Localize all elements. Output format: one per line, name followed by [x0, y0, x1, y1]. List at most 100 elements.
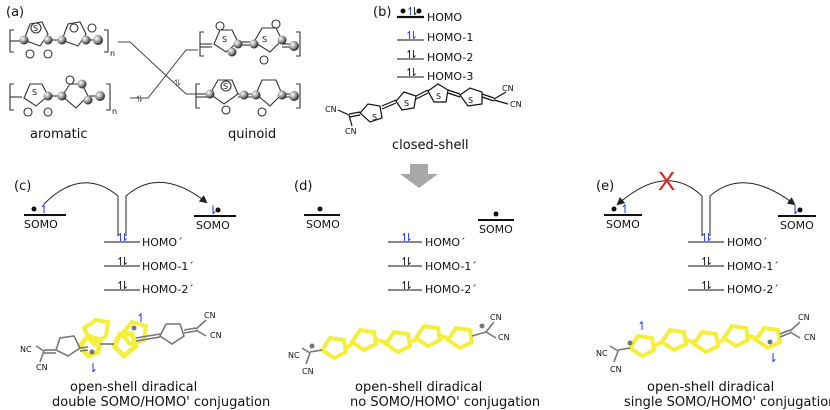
panel-c: (c) ↿ SOMO ⇂ SOMO ↿ ⇂ HOMO´ ↿ ⇂ HOMO-1´ …: [14, 179, 270, 410]
carbon-atom: [251, 90, 261, 100]
spin-up-arrow-icon: ↿: [136, 311, 146, 325]
spin-down-arrow-icon: ⇂: [404, 231, 413, 244]
spin-up-arrow-icon: ↿: [400, 279, 409, 292]
spin-up-arrow-icon: ↿: [406, 5, 415, 18]
molecule-c: [35, 317, 207, 363]
cyano-label: CN: [610, 365, 622, 374]
spin-down-arrow-icon: ⇂: [409, 48, 418, 61]
caption-d-line2: no SOMO/HOMO' conjugation: [350, 395, 540, 410]
caption-e-line1: open-shell diradical: [647, 380, 774, 395]
crossing-lines: [118, 41, 198, 99]
panel-d-letter: (d): [294, 179, 312, 194]
spin-up-arrow-icon: ↿: [116, 279, 125, 292]
somo-left-label: SOMO: [606, 218, 640, 231]
carbon-atom: [233, 39, 243, 49]
radical-dot: [309, 343, 315, 349]
cyano-label: NC: [288, 351, 300, 360]
carbon-atom: [289, 41, 299, 51]
panel-b-letter: (b): [373, 5, 391, 20]
quinoid-label: quinoid: [228, 127, 276, 142]
level-label-homo-2-prime: HOMO-2´: [425, 283, 477, 296]
spin-up-arrow-icon: ↿: [700, 231, 709, 244]
cyano-label: CN: [502, 84, 514, 93]
level-label-homo-prime: HOMO´: [425, 236, 466, 249]
cyano-label: CN: [490, 313, 502, 322]
spin-down-arrow-icon: ⇂: [410, 5, 419, 18]
somo-left-label: SOMO: [24, 218, 58, 231]
level-label-homo-2-prime: HOMO-2´: [142, 283, 194, 296]
spin-up-arrow-icon: ↿: [405, 48, 414, 61]
sulfur-label: S: [372, 113, 377, 122]
radical-dot: [627, 340, 633, 346]
spin-up-arrow-icon: ↿: [400, 255, 409, 268]
spin-down-arrow-icon: ⇂: [120, 279, 129, 292]
spin-up-arrow-icon: ↿: [116, 255, 125, 268]
carbon-atom: [205, 89, 215, 99]
spin-down-arrow-icon: ⇂: [404, 255, 413, 268]
spin-down-arrow-icon: ⇂: [120, 231, 129, 244]
cyano-label: CN: [204, 311, 216, 320]
sulfur-label: S: [33, 24, 38, 33]
carbon-atom: [239, 90, 249, 100]
sulfur-label: S: [468, 96, 473, 105]
carbon-atom: [43, 91, 53, 101]
spin-up-arrow-icon: ↿: [405, 66, 414, 79]
panel-a: (a) S n: [6, 5, 301, 142]
level-label-homo-1-prime: HOMO-1´: [142, 260, 194, 273]
sulfur-label: S: [32, 88, 37, 97]
spin-down-arrow-icon: ⇂: [409, 66, 418, 79]
spin-up-arrow-icon: ↿: [400, 231, 409, 244]
down-arrow-icon: [400, 164, 438, 188]
radical-dot: [479, 323, 485, 329]
cyano-label: CN: [510, 100, 522, 109]
sulfur-label: S: [222, 35, 227, 44]
spin-up-arrow-icon: ↿: [637, 319, 647, 333]
carbon-atom: [227, 47, 237, 57]
closed-shell-caption: closed-shell: [392, 138, 469, 153]
closed-shell-molecule: [337, 83, 509, 127]
cyano-label: NC: [20, 345, 32, 354]
spin-down-arrow-icon: ⇂: [120, 255, 129, 268]
spin-down-arrow-icon: ⇂: [409, 29, 418, 42]
spin-down-arrow-icon: ⇂: [208, 203, 218, 217]
cyano-label: CN: [798, 313, 810, 322]
level-label-homo-1: HOMO-1: [427, 31, 473, 44]
carbon-atom: [277, 35, 287, 45]
level-label-homo-1-prime: HOMO-1´: [727, 260, 779, 273]
cyano-label: CN: [210, 331, 222, 340]
electron-dot: [416, 8, 422, 14]
electron-dot: [611, 206, 617, 212]
panel-e-letter: (e): [596, 179, 614, 194]
electron-dot: [317, 206, 323, 212]
cyano-label: CN: [36, 363, 48, 372]
conjugation-arc-right: [125, 182, 208, 236]
aromatic-label: aromatic: [30, 127, 87, 142]
level-label-homo-2: HOMO-2: [427, 51, 473, 64]
cyano-label: NC: [596, 349, 608, 358]
spin-up-arrow-icon: ⇂: [88, 361, 98, 375]
caption-e-line2: single SOMO/HOMO' conjugation: [624, 395, 830, 410]
caption-c-line2: double SOMO/HOMO' conjugation: [52, 395, 270, 410]
cyano-label: CN: [804, 333, 816, 342]
panel-b: (b) ↿ ⇂ HOMO ↿ ⇂ HOMO-1 ↿ ⇂ HOMO-2 ↿ ⇂ H…: [325, 5, 522, 188]
level-label-homo-3: HOMO-3: [427, 70, 473, 83]
somo-left-label: SOMO: [306, 218, 340, 231]
quinoid-structure-bottom: [195, 79, 301, 117]
sulfur-label: S: [262, 35, 267, 44]
carbon-atom: [43, 35, 53, 45]
cyano-label: CN: [498, 333, 510, 342]
electron-dot: [215, 207, 221, 213]
level-label-homo-prime: HOMO´: [142, 236, 183, 249]
spin-pair-icon: ⥮: [136, 95, 143, 105]
carbon-atom: [95, 91, 105, 101]
carbon-atom: [249, 39, 259, 49]
repeat-n: n: [112, 107, 117, 116]
level-label-homo-1-prime: HOMO-1´: [425, 260, 477, 273]
carbon-atom: [19, 35, 29, 45]
carbon-atom: [83, 95, 93, 105]
spin-down-arrow-icon: ⇂: [704, 255, 713, 268]
carbon-atom: [57, 35, 67, 45]
spin-down-arrow-icon: ⇂: [768, 351, 778, 365]
spin-down-arrow-icon: ⇂: [404, 279, 413, 292]
carbon-atom: [77, 79, 87, 89]
